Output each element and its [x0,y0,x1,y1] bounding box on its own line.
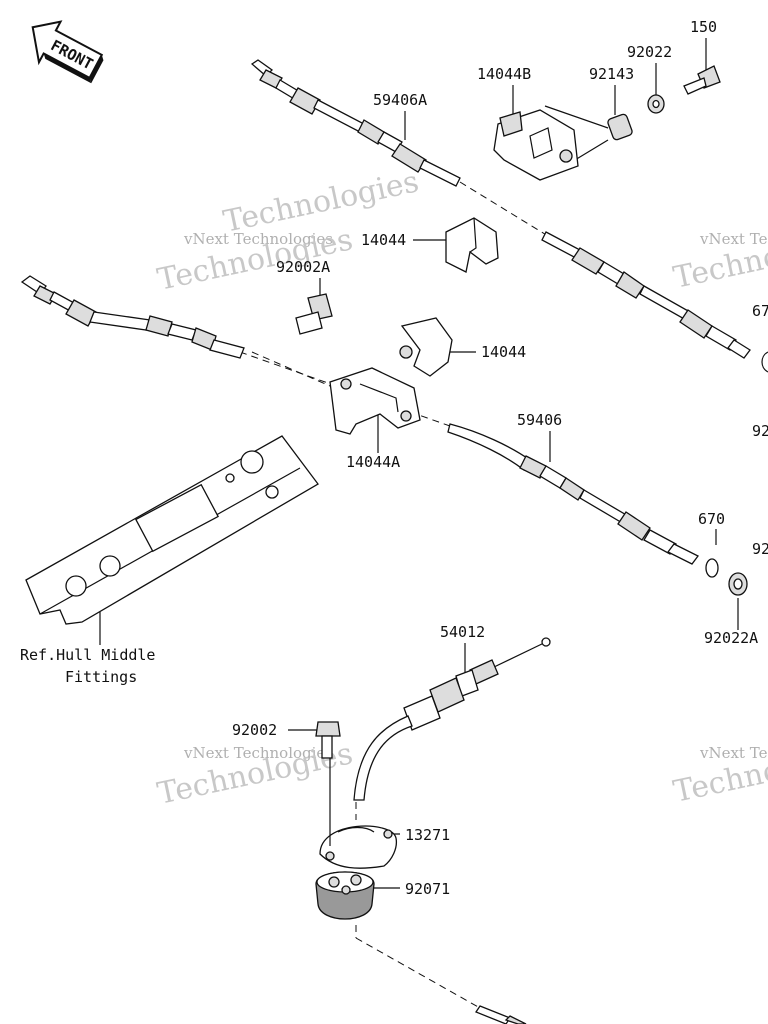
bracket-14044b [493,109,579,181]
label-14044-mid: 14044 [481,343,526,361]
watermark-brand-2: vNext Technologies [699,230,768,248]
watermark-brand-3: vNext Technologies [183,744,333,762]
hardware-top-right [607,65,721,141]
bracket-14044a [329,367,421,435]
label-ref-line2: Fittings [65,668,137,686]
oring-washers [705,351,768,596]
hull-panel [25,435,319,625]
cable-54012 [353,637,551,801]
label-92002a: 92002A [276,258,330,276]
label-14044-top: 14044 [361,231,406,249]
label-ref-line1: Ref.Hull Middle [20,646,155,664]
label-54012: 54012 [440,623,485,641]
label-edge-67: 67 [752,302,768,320]
bolt-92002 [315,721,341,759]
label-edge-92b: 92 [752,540,768,558]
label-92022a: 92022A [704,629,758,647]
label-59406: 59406 [517,411,562,429]
bolt-92002a [295,293,333,335]
front-arrow-badge: FRONT [31,20,104,84]
watermark-brand-4: vNext Technologies [699,744,768,762]
watermark-brand-1: vNext Technologies [183,230,333,248]
clamp-14044-mid [399,317,453,377]
label-92022: 92022 [627,43,672,61]
cable-59406a-right [541,231,751,359]
part-labels: 150 92022 14044B 92143 59406A 14044 9200… [20,18,768,898]
label-92071: 92071 [405,880,450,898]
plate-13271 [319,758,398,869]
label-92002: 92002 [232,721,277,739]
label-13271: 13271 [405,826,450,844]
label-150: 150 [690,18,717,36]
clamp-14044-top [445,217,499,273]
label-59406a: 59406A [373,91,427,109]
label-670: 670 [698,510,725,528]
grommet-92071 [315,871,375,920]
cable-59406-right [447,423,699,565]
label-92143: 92143 [589,65,634,83]
cable-59406a [250,59,461,187]
cable-bottom-end [475,1005,527,1024]
label-14044a: 14044A [346,453,400,471]
dashed-centerlines [239,181,549,1009]
label-14044b: 14044B [477,65,531,83]
label-edge-92a: 92 [752,422,768,440]
cable-59406-left [20,275,245,359]
